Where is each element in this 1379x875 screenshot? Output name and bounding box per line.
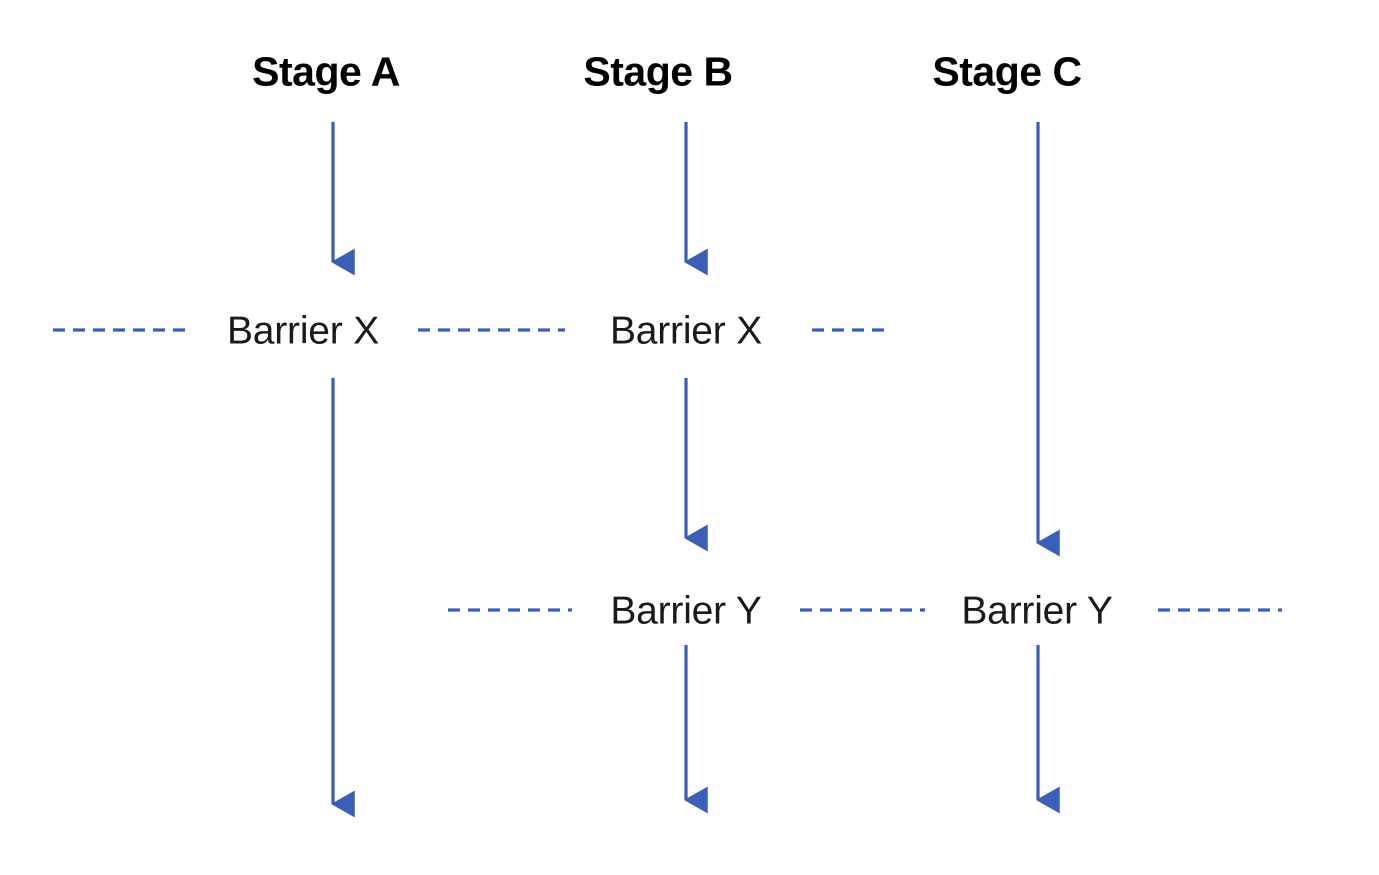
barrier-label-y-stage-b: Barrier Y bbox=[600, 591, 772, 631]
arrow-group bbox=[331, 122, 1060, 818]
barrier-label-x-stage-b: Barrier X bbox=[599, 311, 773, 351]
stage-label-b: Stage B bbox=[583, 48, 733, 95]
stage-label-a: Stage A bbox=[252, 48, 400, 95]
barrier-label-y-stage-c: Barrier Y bbox=[951, 591, 1123, 631]
stage-label-c: Stage C bbox=[932, 48, 1082, 95]
barrier-label-x-stage-a: Barrier X bbox=[216, 311, 390, 351]
dashed-connector-group bbox=[53, 328, 1282, 612]
